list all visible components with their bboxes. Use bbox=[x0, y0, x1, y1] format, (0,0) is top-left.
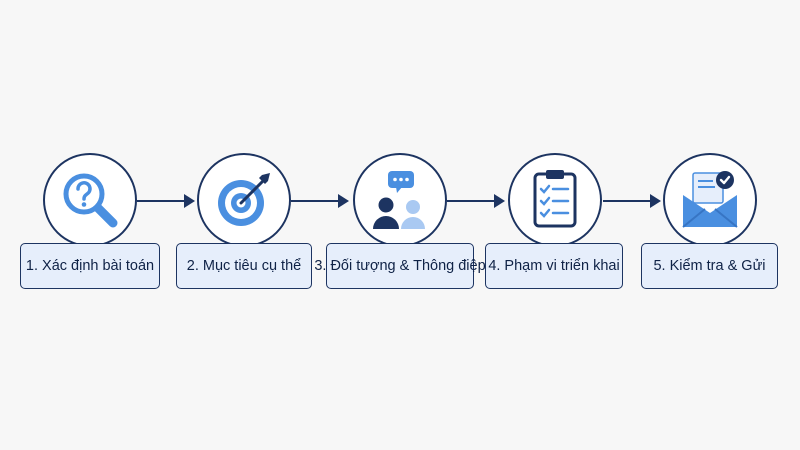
envelope-check-icon bbox=[682, 171, 738, 228]
flow-arrow-4-5 bbox=[603, 194, 661, 208]
magnifier-question-icon bbox=[63, 173, 118, 228]
step-4-circle bbox=[508, 153, 602, 247]
clipboard-checklist-icon bbox=[533, 170, 577, 228]
target-arrow-icon bbox=[218, 173, 270, 226]
step-1-label: 1. Xác định bài toán bbox=[20, 243, 160, 289]
people-chat-icon bbox=[373, 171, 425, 229]
step-3-circle bbox=[353, 153, 447, 247]
step-2-label: 2. Mục tiêu cụ thể bbox=[176, 243, 312, 289]
step-1-circle bbox=[43, 153, 137, 247]
flow-arrow-3-4 bbox=[447, 194, 505, 208]
step-3-label: 3. Đối tượng & Thông điệp bbox=[314, 243, 486, 289]
flow-arrow-2-3 bbox=[291, 194, 349, 208]
step-5-circle bbox=[663, 153, 757, 247]
flow-arrow-1-2 bbox=[137, 194, 195, 208]
step-5-label: 5. Kiểm tra & Gửi bbox=[641, 243, 778, 289]
step-4-label: 4. Phạm vi triển khai bbox=[485, 243, 623, 289]
step-2-circle bbox=[197, 153, 291, 247]
